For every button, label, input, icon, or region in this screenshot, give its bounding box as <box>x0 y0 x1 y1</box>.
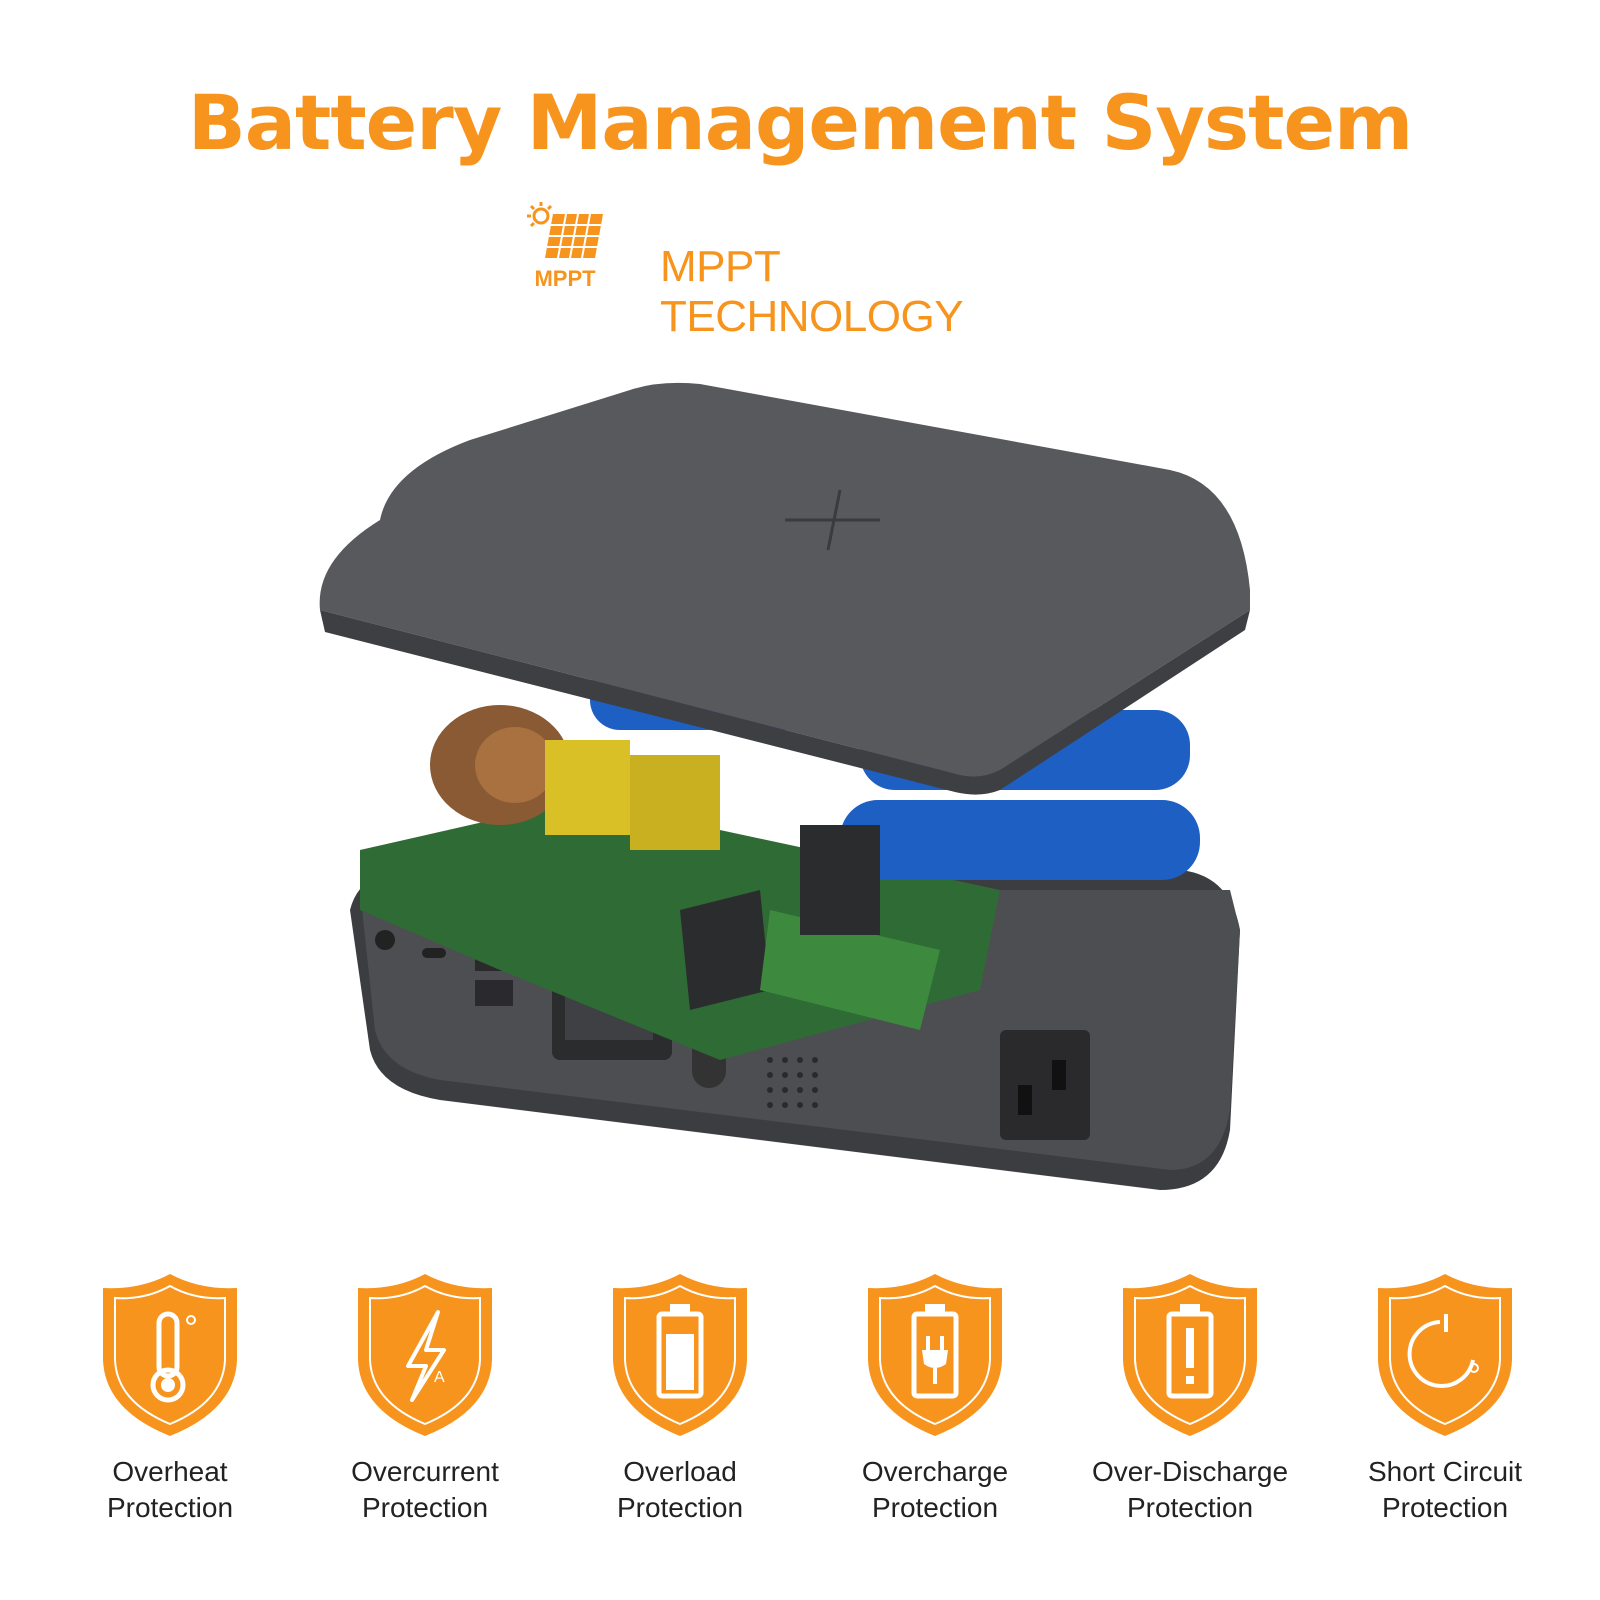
power-cycle-icon <box>1378 1274 1512 1436</box>
mppt-row: MPPT MPPT TECHNOLOGY <box>525 200 1085 341</box>
thermometer-icon <box>103 1274 237 1436</box>
feature-label-line2: Protection <box>616 1492 744 1523</box>
feature-label: Over-Discharge Protection <box>1070 1454 1310 1526</box>
feature-label-line1: Overload <box>623 1456 737 1487</box>
battery-alert-icon <box>1123 1274 1257 1436</box>
feature-label-line1: Overheat <box>112 1456 228 1487</box>
feature-overheat: Overheat Protection <box>50 1270 290 1560</box>
page-title: Battery Management System <box>187 78 1413 167</box>
mppt-technology-label: MPPT TECHNOLOGY <box>660 242 964 341</box>
feature-overload: Overload Protection <box>560 1270 800 1560</box>
feature-label-line2: Protection <box>361 1492 489 1523</box>
feature-overcharge: Overcharge Protection <box>815 1270 1055 1560</box>
battery-full-icon <box>613 1274 747 1436</box>
feature-label: Overcurrent Protection <box>305 1454 545 1526</box>
solar-panel-icon: MPPT <box>527 202 603 291</box>
feature-label: Overload Protection <box>560 1454 800 1526</box>
mppt-badge: MPPT <box>525 200 615 300</box>
feature-overcurrent: A Overcurrent Protection <box>305 1270 545 1560</box>
feature-over-discharge: Over-Discharge Protection <box>1070 1270 1310 1560</box>
feature-label-line1: Short Circuit <box>1367 1456 1523 1487</box>
mppt-badge-label: MPPT <box>534 266 596 291</box>
feature-label: Short Circuit Protection <box>1325 1454 1565 1526</box>
feature-label-line2: Protection <box>1126 1492 1254 1523</box>
feature-label-line2: Protection <box>106 1492 234 1523</box>
feature-label: Overheat Protection <box>50 1454 290 1526</box>
device-illustration <box>300 370 1300 1230</box>
battery-plug-icon <box>868 1274 1002 1436</box>
lightning-current-icon: A <box>358 1274 492 1436</box>
feature-label-line2: Protection <box>871 1492 999 1523</box>
feature-short-circuit: Short Circuit Protection <box>1325 1270 1565 1560</box>
feature-label-line1: Overcharge <box>861 1456 1009 1487</box>
svg-text:A: A <box>434 1369 445 1386</box>
feature-label-line2: Protection <box>1381 1492 1509 1523</box>
feature-label-line1: Overcurrent <box>351 1456 499 1487</box>
feature-label-line1: Over-Discharge <box>1091 1456 1289 1487</box>
feature-label: Overcharge Protection <box>815 1454 1055 1526</box>
protection-features: Overheat Protection A Overcurrent Protec… <box>0 1270 1600 1560</box>
